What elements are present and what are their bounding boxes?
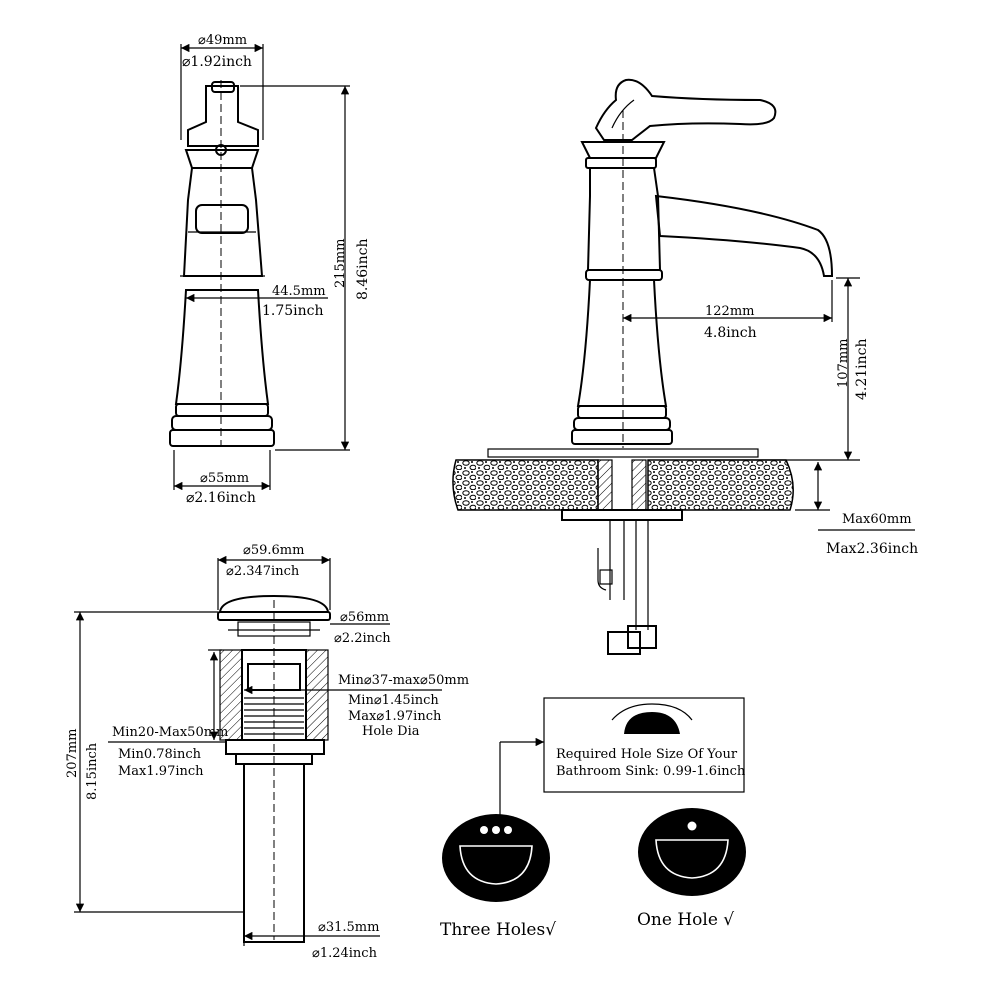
front-height-mm: 215mm (333, 239, 348, 288)
front-base-diameter-in: ⌀2.16inch (186, 490, 256, 506)
one-hole-label: One Hole √ (637, 910, 734, 930)
front-dimensions: ⌀49mm ⌀1.92inch 215mm 8.46inch 44.5mm 1.… (173, 33, 371, 506)
front-top-diameter-in: ⌀1.92inch (182, 54, 252, 70)
deck-section (452, 448, 794, 655)
drain-tail-diameter-mm: ⌀31.5mm (318, 920, 379, 935)
three-hole-sink-icon (442, 814, 550, 902)
front-top-diameter-mm: ⌀49mm (198, 33, 247, 48)
drain-hole-max-in: Max⌀1.97inch (348, 709, 442, 724)
hole-size-line-1: Required Hole Size Of Your (556, 747, 738, 762)
side-max-deck-in: Max2.36inch (826, 541, 918, 557)
side-reach-in: 4.8inch (704, 325, 757, 341)
drain-thickness-mm: Min20-Max50mm (112, 725, 228, 740)
drain-height-in: 8.15inch (85, 742, 100, 800)
front-half-width-mm: 44.5mm (272, 284, 326, 299)
side-height-in: 4.21inch (854, 338, 870, 400)
side-reach-mm: 122mm (705, 304, 754, 319)
one-hole-sink-icon (638, 808, 746, 896)
front-base-diameter-mm: ⌀55mm (200, 471, 249, 486)
sink-hole-info: Required Hole Size Of Your Bathroom Sink… (440, 697, 746, 940)
drain-thickness-min-in: Min0.78inch (118, 747, 202, 762)
pop-up-drain (217, 594, 331, 943)
three-holes-label: Three Holes√ (440, 920, 556, 940)
drain-tail-diameter-in: ⌀1.24inch (312, 946, 378, 961)
front-half-width-in: 1.75inch (262, 303, 324, 319)
drain-flange-diameter-in: ⌀2.2inch (334, 631, 391, 646)
faucet-front-view (169, 80, 275, 447)
front-height-in: 8.46inch (355, 238, 371, 300)
side-dimensions: 122mm 4.8inch 107mm 4.21inch Max60mm Max… (623, 277, 918, 557)
side-height-mm: 107mm (836, 339, 851, 388)
drain-hole-range-mm: Min⌀37-max⌀50mm (338, 673, 469, 688)
drain-cap-diameter-in: ⌀2.347inch (226, 564, 300, 579)
drain-flange-diameter-mm: ⌀56mm (340, 610, 389, 625)
hole-size-line-2: Bathroom Sink: 0.99-1.6inch (556, 764, 746, 779)
drain-cap-diameter-mm: ⌀59.6mm (243, 543, 304, 558)
drain-hole-label: Hole Dia (362, 724, 420, 739)
drain-height-mm: 207mm (65, 729, 80, 778)
drain-thickness-max-in: Max1.97inch (118, 764, 204, 779)
side-max-deck-mm: Max60mm (842, 512, 912, 527)
drain-hole-min-in: Min⌀1.45inch (348, 693, 439, 708)
faucet-side-view (571, 78, 834, 448)
drain-dimensions: ⌀59.6mm ⌀2.347inch ⌀56mm ⌀2.2inch Min⌀37… (65, 543, 469, 961)
